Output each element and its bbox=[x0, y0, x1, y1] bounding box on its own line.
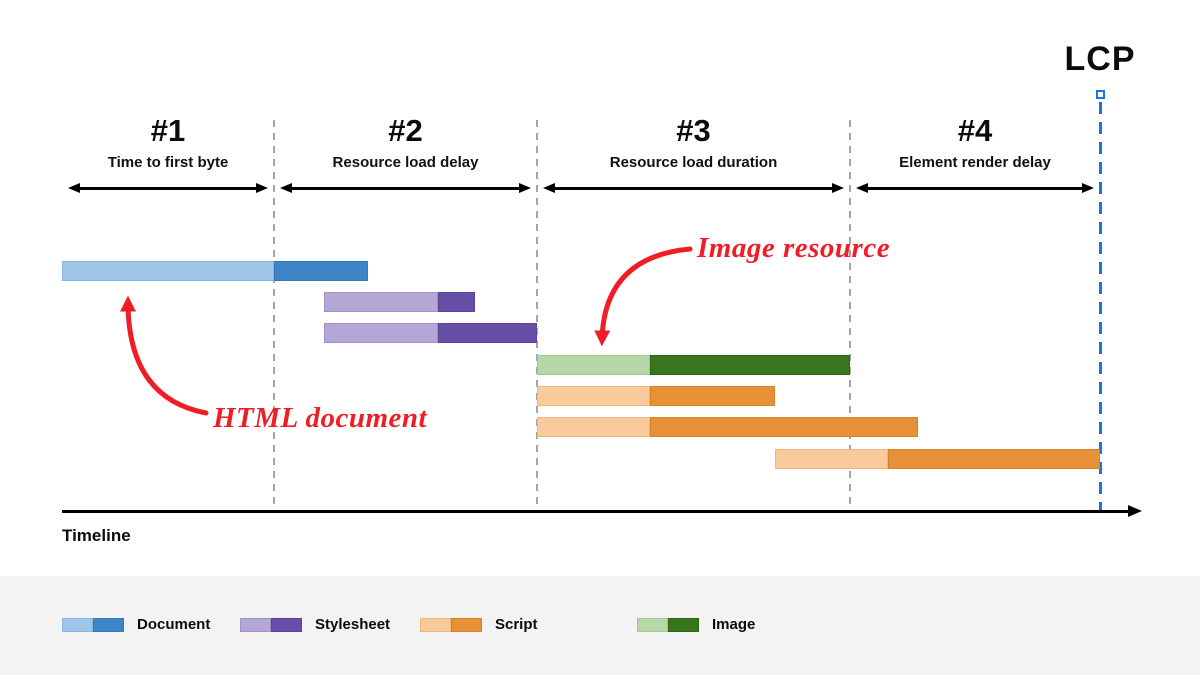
phase-divider-2 bbox=[536, 120, 538, 511]
phase-arrow-line bbox=[72, 187, 264, 190]
annotation-image-resource: Image resource bbox=[697, 232, 891, 264]
phase-title: Time to first byte bbox=[107, 154, 229, 171]
phase-number: #1 bbox=[150, 113, 186, 148]
bar-segment-light bbox=[537, 417, 650, 437]
phase-range-arrow bbox=[68, 180, 268, 196]
bar-segment-dark bbox=[438, 292, 475, 312]
phase-title: Resource load duration bbox=[609, 154, 778, 171]
legend-swatch-light bbox=[240, 618, 271, 632]
bar-segment-dark bbox=[274, 261, 368, 281]
lcp-dashed-line bbox=[1099, 102, 1102, 511]
timeline-axis-arrowhead bbox=[1128, 505, 1142, 517]
phase-arrowhead-right-icon bbox=[519, 183, 531, 193]
legend-swatch-dark bbox=[668, 618, 699, 632]
bar-segment-light bbox=[537, 386, 650, 406]
legend-swatch-light bbox=[637, 618, 668, 632]
bar-segment-dark bbox=[888, 449, 1100, 469]
legend-swatch-light bbox=[62, 618, 93, 632]
legend-swatch-dark bbox=[271, 618, 302, 632]
timeline-axis bbox=[62, 510, 1130, 513]
bar-segment-light bbox=[324, 292, 438, 312]
phase-arrowhead-right-icon bbox=[832, 183, 844, 193]
phase-arrow-line bbox=[547, 187, 840, 190]
phase-arrowhead-left-icon bbox=[280, 183, 292, 193]
phase-title: Element render delay bbox=[899, 154, 1051, 171]
phase-range-arrow bbox=[280, 180, 531, 196]
phase-divider-1 bbox=[273, 120, 275, 511]
legend-item-label: Document bbox=[137, 616, 211, 633]
bar-segment-light bbox=[775, 449, 888, 469]
bar-segment-light bbox=[62, 261, 274, 281]
phase-arrow-line bbox=[860, 187, 1090, 190]
timeline-label: Timeline bbox=[62, 526, 131, 545]
phase-arrowhead-left-icon bbox=[856, 183, 868, 193]
bar-segment-dark bbox=[650, 417, 918, 437]
lcp-marker-square bbox=[1096, 90, 1105, 99]
annotation-arrow-image-resource bbox=[594, 246, 693, 347]
phase-number: #4 bbox=[957, 113, 993, 148]
phase-range-arrow bbox=[543, 180, 844, 196]
legend-item-script: Script bbox=[420, 616, 538, 633]
bar-segment-light bbox=[537, 355, 650, 375]
phase-range-arrow bbox=[856, 180, 1094, 196]
phase-divider-3 bbox=[849, 120, 851, 511]
phase-arrowhead-left-icon bbox=[543, 183, 555, 193]
phase-title: Resource load delay bbox=[332, 154, 479, 171]
legend-item-label: Image bbox=[712, 616, 756, 633]
legend-swatch-light bbox=[420, 618, 451, 632]
legend-item-label: Script bbox=[495, 616, 538, 633]
bar-segment-dark bbox=[650, 355, 850, 375]
legend-item-document: Document bbox=[62, 616, 211, 633]
legend-swatch-dark bbox=[451, 618, 482, 632]
legend-item-label: Stylesheet bbox=[315, 616, 391, 633]
bar-segment-dark bbox=[438, 323, 537, 343]
annotation-html-document: HTML document bbox=[213, 402, 428, 434]
legend-swatch-dark bbox=[93, 618, 124, 632]
phase-number: #3 bbox=[676, 113, 711, 148]
phase-number: #2 bbox=[388, 113, 423, 148]
legend-item-image: Image bbox=[637, 616, 756, 633]
legend-item-stylesheet: Stylesheet bbox=[240, 616, 391, 633]
phase-arrowhead-left-icon bbox=[68, 183, 80, 193]
phase-arrow-line bbox=[284, 187, 527, 190]
annotation-arrow-html-document bbox=[120, 295, 209, 416]
bar-segment-light bbox=[324, 323, 438, 343]
phase-arrowhead-right-icon bbox=[256, 183, 268, 193]
legend: Document Stylesheet Script Image bbox=[0, 576, 1200, 675]
bar-segment-dark bbox=[650, 386, 775, 406]
lcp-label: LCP bbox=[1064, 40, 1136, 78]
phase-arrowhead-right-icon bbox=[1082, 183, 1094, 193]
